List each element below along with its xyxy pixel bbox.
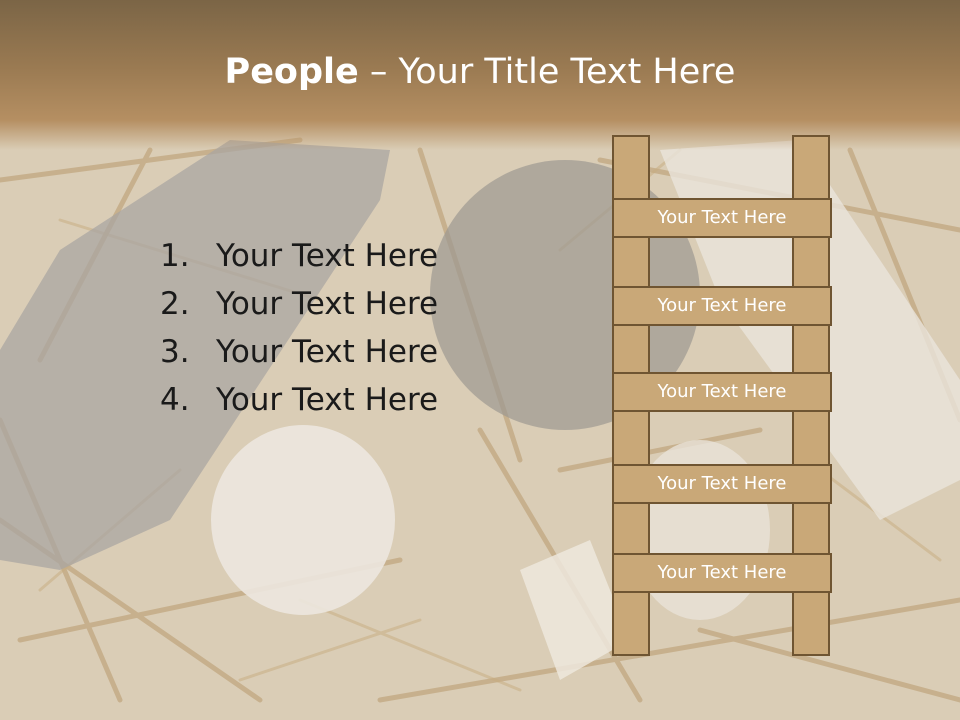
list-number: 1. — [160, 238, 190, 274]
ladder-rung-5: Your Text Here — [612, 553, 832, 593]
list-item: 2. Your Text Here — [160, 280, 438, 328]
slide-title-bold: People — [224, 52, 359, 92]
list-text: Your Text Here — [216, 238, 439, 274]
list-number: 2. — [160, 286, 190, 322]
list-item: 4. Your Text Here — [160, 376, 438, 424]
list-text: Your Text Here — [216, 286, 439, 322]
list-text: Your Text Here — [216, 334, 439, 370]
ladder-graphic: Your Text Here Your Text Here Your Text … — [612, 135, 834, 658]
list-text: Your Text Here — [216, 382, 439, 418]
slide-title: People – Your Title Text Here — [0, 52, 960, 92]
title-band — [0, 0, 960, 150]
list-number: 3. — [160, 334, 190, 370]
slide-title-rest: – Your Title Text Here — [358, 52, 736, 92]
numbered-list: 1. Your Text Here 2. Your Text Here 3. Your… — [160, 232, 438, 424]
ladder-rung-1: Your Text Here — [612, 198, 832, 238]
list-item: 3. Your Text Here — [160, 328, 438, 376]
ladder-rung-4: Your Text Here — [612, 464, 832, 504]
ladder-rung-3: Your Text Here — [612, 372, 832, 412]
list-item: 1. Your Text Here — [160, 232, 438, 280]
list-number: 4. — [160, 382, 190, 418]
ladder-rung-2: Your Text Here — [612, 286, 832, 326]
